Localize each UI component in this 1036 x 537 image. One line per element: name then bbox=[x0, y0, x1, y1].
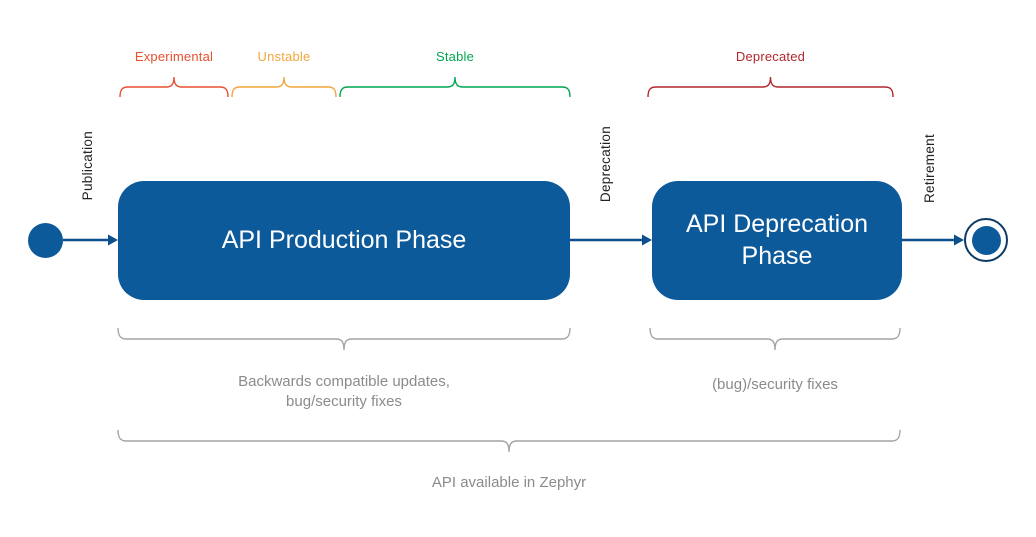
note-deprecation: (bug)/security fixes bbox=[712, 376, 838, 393]
transition-label-publication: Publication bbox=[80, 131, 95, 201]
stability-label-unstable: Unstable bbox=[257, 49, 311, 64]
stability-brace-stable bbox=[339, 76, 571, 98]
stability-label-experimental: Experimental bbox=[134, 49, 214, 64]
stability-label-deprecated: Deprecated bbox=[735, 49, 806, 64]
end-state bbox=[964, 218, 1008, 262]
transition-label-deprecation: Deprecation bbox=[598, 126, 613, 203]
arrow-retirement bbox=[902, 234, 964, 246]
note-production-line1: Backwards compatible updates, bbox=[238, 373, 450, 390]
start-state bbox=[28, 223, 63, 258]
state-label-production: API Production Phase bbox=[221, 225, 467, 254]
arrow-deprecation bbox=[570, 234, 652, 246]
stability-label-stable: Stable bbox=[435, 49, 475, 64]
stability-brace-unstable bbox=[231, 76, 337, 98]
state-api-production-phase: API Production Phase bbox=[118, 181, 570, 300]
transition-label-retirement: Retirement bbox=[922, 134, 937, 204]
state-label-deprecation: API Deprecation Phase bbox=[685, 210, 869, 270]
stability-brace-deprecated bbox=[647, 76, 894, 98]
note-brace-overall bbox=[117, 429, 901, 453]
note-brace-production bbox=[117, 327, 571, 351]
note-production: Backwards compatible updates, bug/securi… bbox=[118, 372, 570, 412]
arrow-publication bbox=[63, 234, 118, 246]
stability-brace-experimental bbox=[119, 76, 229, 98]
note-brace-deprecation bbox=[649, 327, 901, 351]
end-state-inner-dot bbox=[971, 225, 1001, 255]
note-production-line2: bug/security fixes bbox=[286, 393, 402, 410]
state-api-deprecation-phase: API Deprecation Phase bbox=[652, 181, 902, 300]
note-overall: API available in Zephyr bbox=[431, 474, 587, 491]
